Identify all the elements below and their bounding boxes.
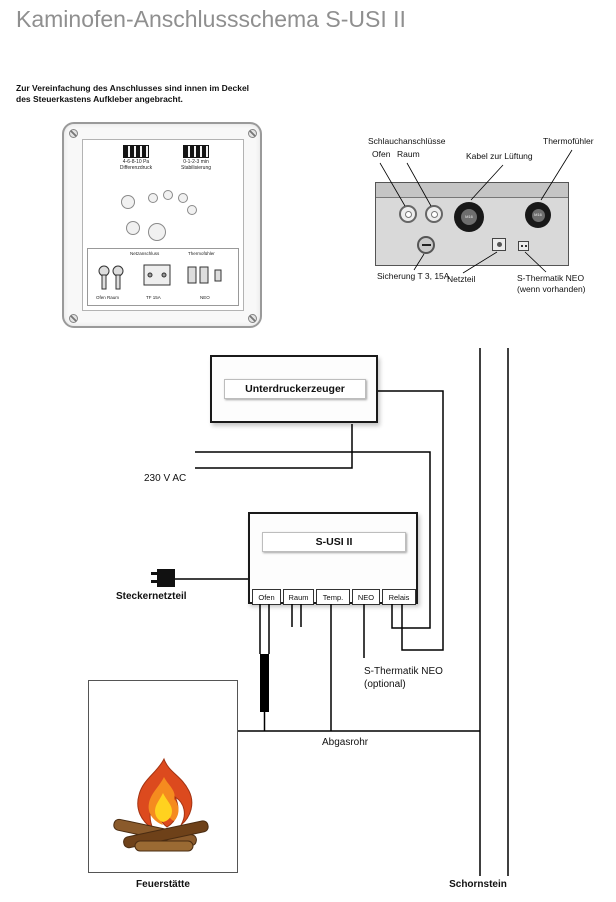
neo-connector-icon [518, 241, 529, 251]
cable-gland-small-icon: M16 [525, 202, 551, 228]
intro-text-line2: des Steuerkastens Aufkleber angebracht. [16, 94, 183, 104]
lid-hole [148, 223, 166, 241]
dip2-label: Stabilisierung [180, 165, 212, 171]
label-abgasrohr: Abgasrohr [322, 737, 369, 748]
label-sicherung: Sicherung T 3, 15A [377, 271, 450, 281]
unterdruckerzeuger-label: Unterdruckerzeuger [224, 379, 366, 399]
lid-hole [121, 195, 135, 209]
susi-box: S-USI II Ofen Raum Temp. NEO Relais [248, 512, 418, 605]
terminal-ofen: Ofen [252, 589, 281, 605]
label-230v-ac: 230 V AC [144, 473, 187, 484]
label-schornstein: Schornstein [449, 879, 507, 890]
screw-icon [69, 129, 78, 138]
mains-plug-icon [157, 569, 175, 587]
unterdruckerzeuger-box: Unterdruckerzeuger [210, 355, 378, 423]
plug-prong-icon [151, 580, 157, 583]
terminal-relais: Relais [382, 589, 416, 605]
dip-switch-group-2: 0-1-2-3 min Stabilisierung [167, 145, 225, 171]
dip-switch-icon [123, 145, 149, 158]
ofen-hose-thick [260, 654, 269, 712]
susi-label: S-USI II [262, 532, 406, 552]
dip1-label: Differenzdruck [119, 165, 153, 171]
label-s-thermatik-neo-optional-2: (optional) [364, 679, 406, 690]
terminal-neo: NEO [352, 589, 380, 605]
lid-sticker: 4-6-8-10 Pa Differenzdruck 0-1-2-3 min S… [82, 139, 244, 311]
page-title: Kaminofen-Anschlussschema S-USI II [16, 6, 406, 32]
sticker-header-right: Thermofühler [188, 251, 215, 256]
sticker-bottom-mid: TF 15A [146, 295, 161, 300]
feuerstaette-box [88, 680, 238, 873]
hose-connector-ofen-icon [399, 205, 417, 223]
power-inlet-icon [492, 238, 506, 251]
dip-switch-group-1: 4-6-8-10 Pa Differenzdruck [109, 145, 163, 171]
terminal-temp: Temp. [316, 589, 350, 605]
label-neo-line1: S-Thermatik NEO [517, 273, 585, 283]
lid-sticker-wiring-panel: Netzanschluss Thermofühler Ofen Raum TF … [87, 248, 239, 306]
lid-sticker-symbols [98, 264, 222, 290]
label-kabel-zur-lueftung: Kabel zur Lüftung [466, 151, 533, 161]
terminal-raum: Raum [283, 589, 314, 605]
plug-prong-icon [151, 572, 157, 575]
intro-text-line1: Zur Vereinfachung des Anschlusses sind i… [16, 83, 250, 93]
rear-panel-edge [376, 183, 568, 198]
label-netzteil: Netzteil [447, 274, 476, 284]
screw-icon [248, 314, 257, 323]
lid-hole [187, 205, 197, 215]
gland-small-text: M16 [534, 212, 542, 217]
lid-hole [148, 193, 158, 203]
dip1-scale: 4-6-8-10 Pa [122, 159, 150, 165]
cable-gland-large-icon: M16 [454, 202, 484, 232]
label-thermofuehler: Thermofühler [543, 136, 594, 146]
label-feuerstaette: Feuerstätte [136, 879, 190, 890]
fire-icon [113, 757, 209, 852]
label-neo-line2: (wenn vorhanden) [517, 284, 586, 294]
lid-hole [126, 221, 140, 235]
label-s-thermatik-neo-optional-1: S-Thermatik NEO [364, 666, 443, 677]
rear-panel: M16 M16 [375, 182, 569, 266]
screw-icon [248, 129, 257, 138]
sticker-bottom-left: Ofen Raum [96, 295, 120, 300]
mains-to-unterdruckerzeuger-wire [195, 424, 353, 469]
gland-large-text: M16 [465, 214, 473, 219]
label-ofen: Ofen [372, 149, 391, 159]
label-steckernetzteil: Steckernetzteil [116, 591, 187, 602]
label-schlauchanschluesse: Schlauchanschlüsse [368, 136, 446, 146]
sticker-header-left: Netzanschluss [130, 251, 160, 256]
fuse-holder-icon [417, 236, 435, 254]
screw-icon [69, 314, 78, 323]
sticker-bottom-right: NEO [200, 295, 210, 300]
lid-hole [163, 190, 173, 200]
dip2-scale: 0-1-2-3 min [183, 159, 209, 165]
label-raum: Raum [397, 149, 420, 159]
lid-hole [178, 193, 188, 203]
dip-switch-icon [183, 145, 209, 158]
control-box-lid: 4-6-8-10 Pa Differenzdruck 0-1-2-3 min S… [62, 122, 262, 328]
hose-connector-raum-icon [425, 205, 443, 223]
